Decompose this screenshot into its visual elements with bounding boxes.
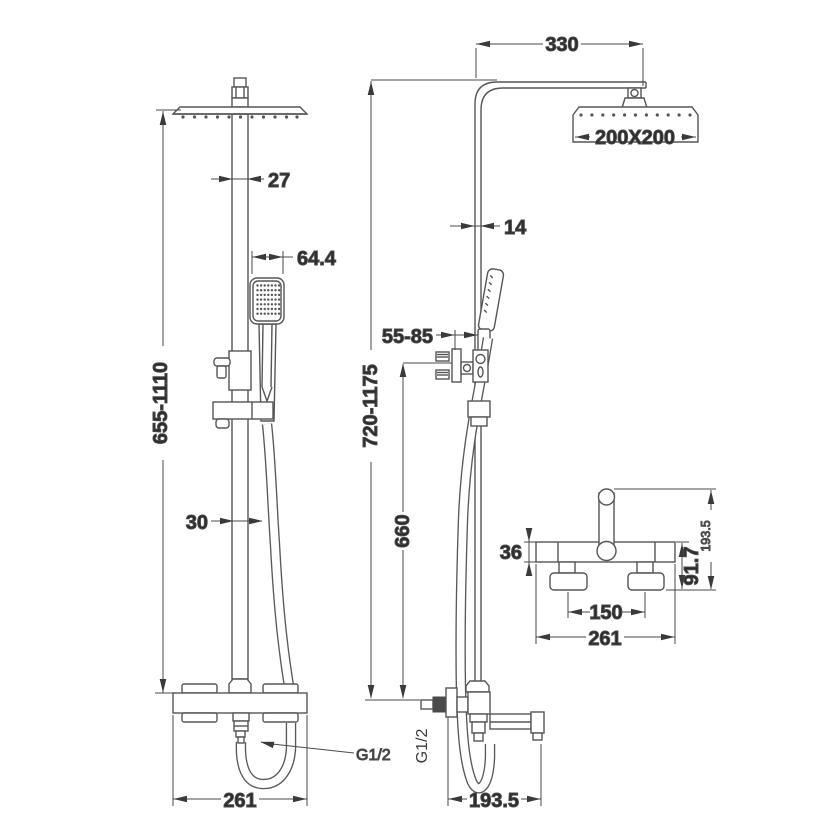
dim-handshower-width: 64.4 bbox=[251, 248, 337, 274]
hand-shower-side bbox=[477, 268, 505, 332]
shower-hose-side bbox=[455, 337, 496, 794]
dim-side-height-range: 720-1175 bbox=[360, 79, 497, 701]
dim-pipe-width-label: 14 bbox=[504, 217, 527, 239]
valve-body-front bbox=[172, 678, 308, 744]
dim-bracket-to-outlet-label: 660 bbox=[392, 514, 414, 547]
riser-pipe-side bbox=[474, 81, 647, 681]
dim-spout-depth: 193.5 bbox=[447, 717, 542, 813]
valve-handle-top bbox=[596, 488, 617, 562]
hose-loop-front bbox=[235, 723, 297, 790]
shower-hose-front bbox=[261, 423, 296, 693]
hand-shower-spray-dots bbox=[256, 284, 281, 315]
inlet-union-right bbox=[627, 561, 665, 591]
dim-overall-depth: 193.5 bbox=[614, 488, 716, 590]
hand-shower-front bbox=[249, 277, 285, 422]
escutcheon-plate bbox=[445, 687, 458, 718]
dim-overall-depth-label: 193.5 bbox=[699, 520, 713, 551]
rain-shower-head-front bbox=[171, 106, 309, 119]
top-view-inset: 36 91.7 193.5 150 bbox=[499, 488, 716, 651]
dim-stem-width-label: 27 bbox=[268, 170, 290, 192]
dim-body-depth-label: 36 bbox=[500, 542, 522, 564]
dim-body-depth: 36 bbox=[499, 528, 536, 576]
dim-head-size: 200X200 bbox=[575, 127, 696, 150]
diverter-lever bbox=[213, 357, 231, 367]
dim-handshower-width-label: 64.4 bbox=[297, 248, 337, 270]
wall-inlet-pipe bbox=[420, 699, 434, 710]
nozzle-dots-front bbox=[181, 115, 299, 119]
dim-inlet-spacing: 150 bbox=[567, 592, 646, 625]
valve-body-rect-side bbox=[467, 691, 491, 715]
riser-union-nut bbox=[467, 400, 491, 427]
dim-arm-reach-label: 330 bbox=[545, 34, 578, 56]
dim-handle-height: 91.7 bbox=[666, 541, 716, 591]
diverter-front bbox=[213, 350, 252, 391]
valve-outlet-connector-side bbox=[469, 713, 488, 742]
valve-handle-left-top bbox=[181, 683, 218, 694]
dim-spout-depth-label: 193.5 bbox=[469, 790, 519, 812]
riser-pole-front bbox=[231, 113, 249, 680]
valve-inlet-nut-front bbox=[228, 678, 252, 694]
head-connector-front bbox=[231, 77, 249, 108]
dim-front-body-width-label: 261 bbox=[223, 790, 256, 812]
dim-top-body-width: 261 bbox=[535, 564, 676, 651]
head-connector-side bbox=[621, 87, 648, 109]
side-view: 330 200X200 14 55-85 bbox=[360, 34, 699, 813]
bath-spout bbox=[489, 711, 545, 741]
dim-bracket-range-label: 55-85 bbox=[382, 326, 433, 348]
dim-front-body-width: 261 bbox=[172, 715, 308, 813]
dim-side-height-range-label: 720-1175 bbox=[360, 364, 382, 447]
valve-handle-right-bottom bbox=[262, 712, 299, 723]
dim-front-height-range-label: 655-1110 bbox=[150, 362, 172, 444]
dim-front-height-range: 655-1110 bbox=[150, 109, 181, 694]
valve-handle-left-bottom bbox=[181, 712, 218, 723]
hand-shower-holder-front bbox=[212, 401, 274, 429]
dim-bracket-to-outlet: 660 bbox=[392, 362, 452, 699]
callout-outlet-thread-label: G1/2 bbox=[356, 747, 391, 764]
valve-handle-right-top bbox=[262, 683, 299, 694]
dim-head-size-label: 200X200 bbox=[595, 127, 675, 149]
callout-inlet-thread-label: G1/2 bbox=[414, 729, 431, 764]
dim-inlet-spacing-label: 150 bbox=[589, 602, 622, 624]
dim-hose-offset-label: 30 bbox=[186, 512, 208, 534]
nozzle-dots-side bbox=[579, 113, 692, 117]
dim-top-body-width-label: 261 bbox=[588, 628, 621, 650]
valve-outlet-connector-front bbox=[232, 712, 250, 744]
valve-body-side bbox=[420, 680, 545, 742]
dim-arm-reach: 330 bbox=[475, 34, 644, 86]
inlet-union-left bbox=[549, 561, 588, 591]
dim-stem-width: 27 bbox=[211, 170, 291, 193]
dim-pipe-width: 14 bbox=[450, 217, 528, 240]
rain-shower-head-side bbox=[572, 106, 699, 143]
wall-bracket-side bbox=[435, 348, 489, 383]
callout-outlet-thread-front: G1/2 bbox=[260, 741, 391, 765]
front-view: 27 64.4 655-1110 30 bbox=[150, 77, 391, 813]
dim-hose-offset: 30 bbox=[185, 512, 263, 535]
dim-handle-height-label: 91.7 bbox=[681, 547, 703, 586]
dim-bracket-range: 55-85 bbox=[381, 326, 478, 350]
valve-body-rect-front bbox=[172, 692, 308, 714]
